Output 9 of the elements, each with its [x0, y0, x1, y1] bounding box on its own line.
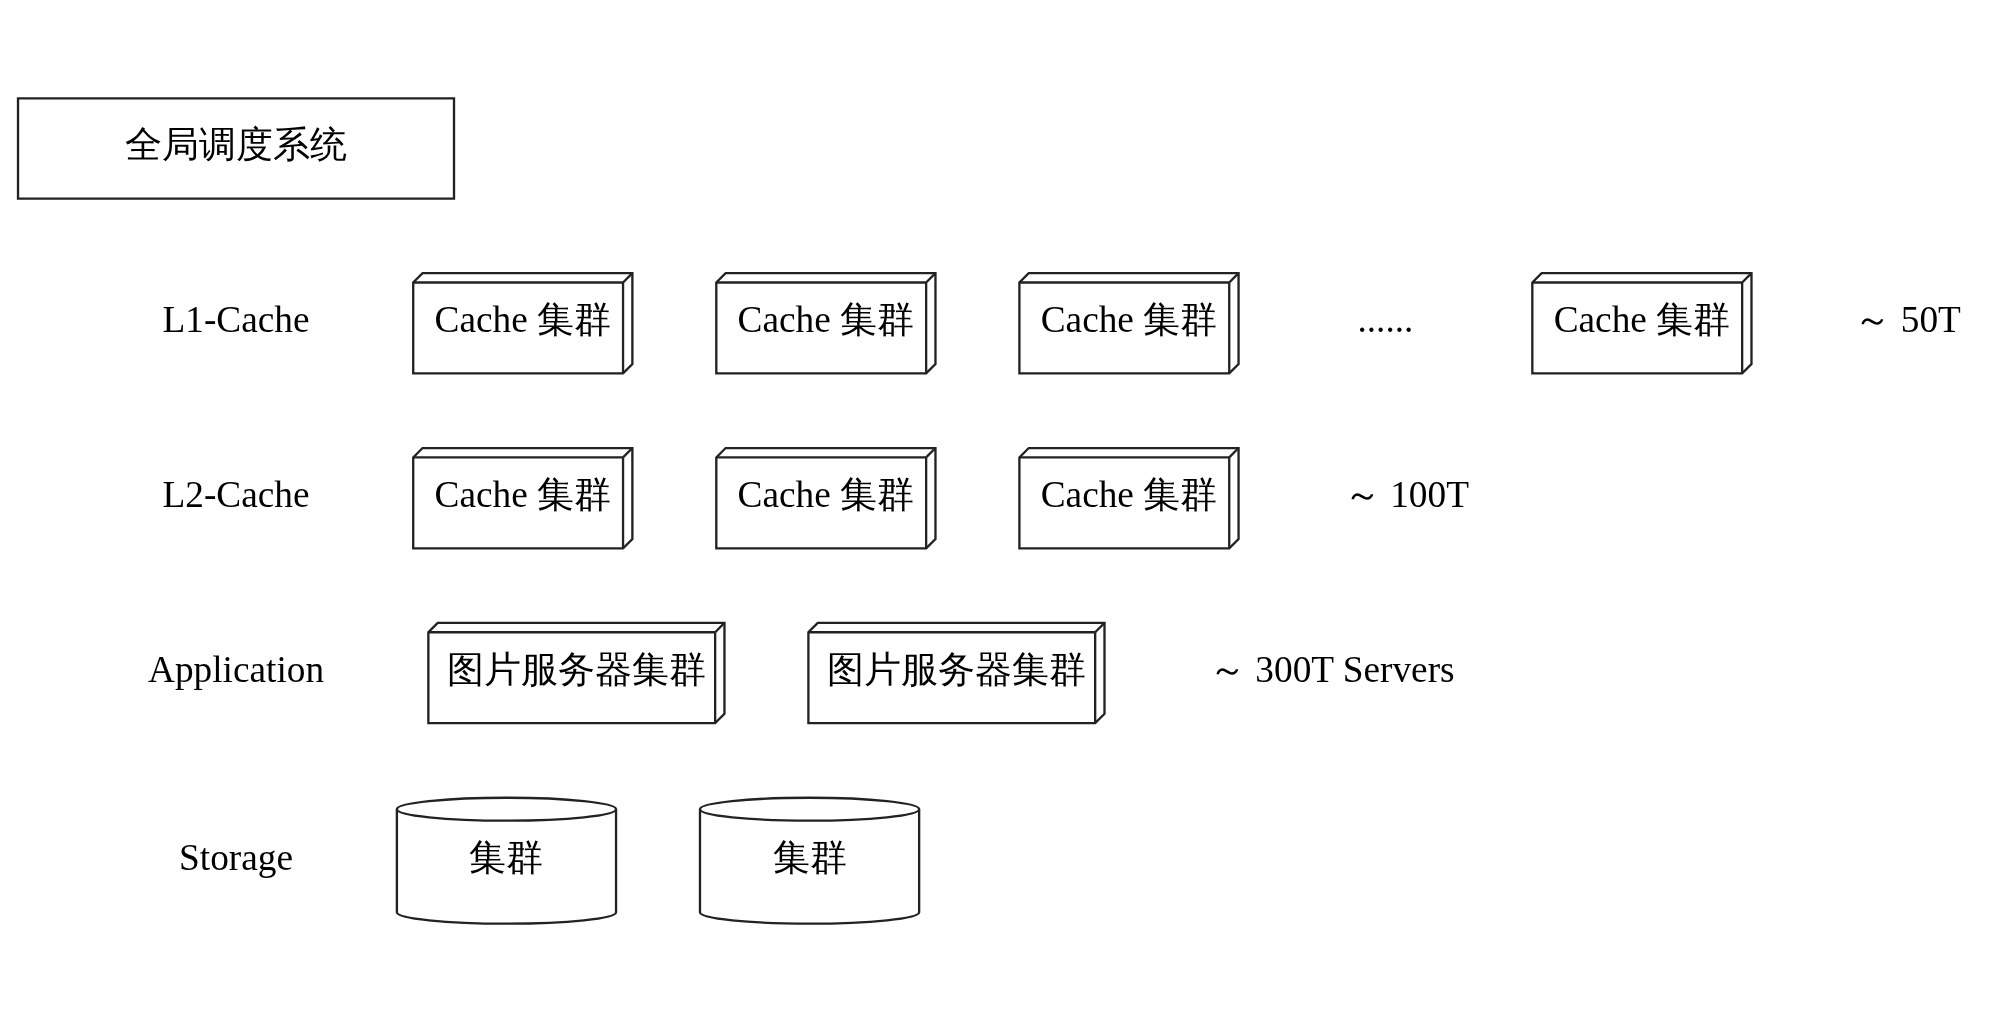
label: ～ 50T [1854, 298, 1961, 340]
label: Storage [179, 836, 293, 878]
label: L2-Cache [162, 473, 310, 515]
label: ...... [1357, 298, 1414, 340]
label: Application [147, 648, 325, 690]
label: L1-Cache [162, 298, 310, 340]
label: ～ 100T [1343, 473, 1469, 515]
node-box: 全局调度系统 [16, 96, 456, 200]
label: ～ 300T Servers [1209, 648, 1455, 690]
